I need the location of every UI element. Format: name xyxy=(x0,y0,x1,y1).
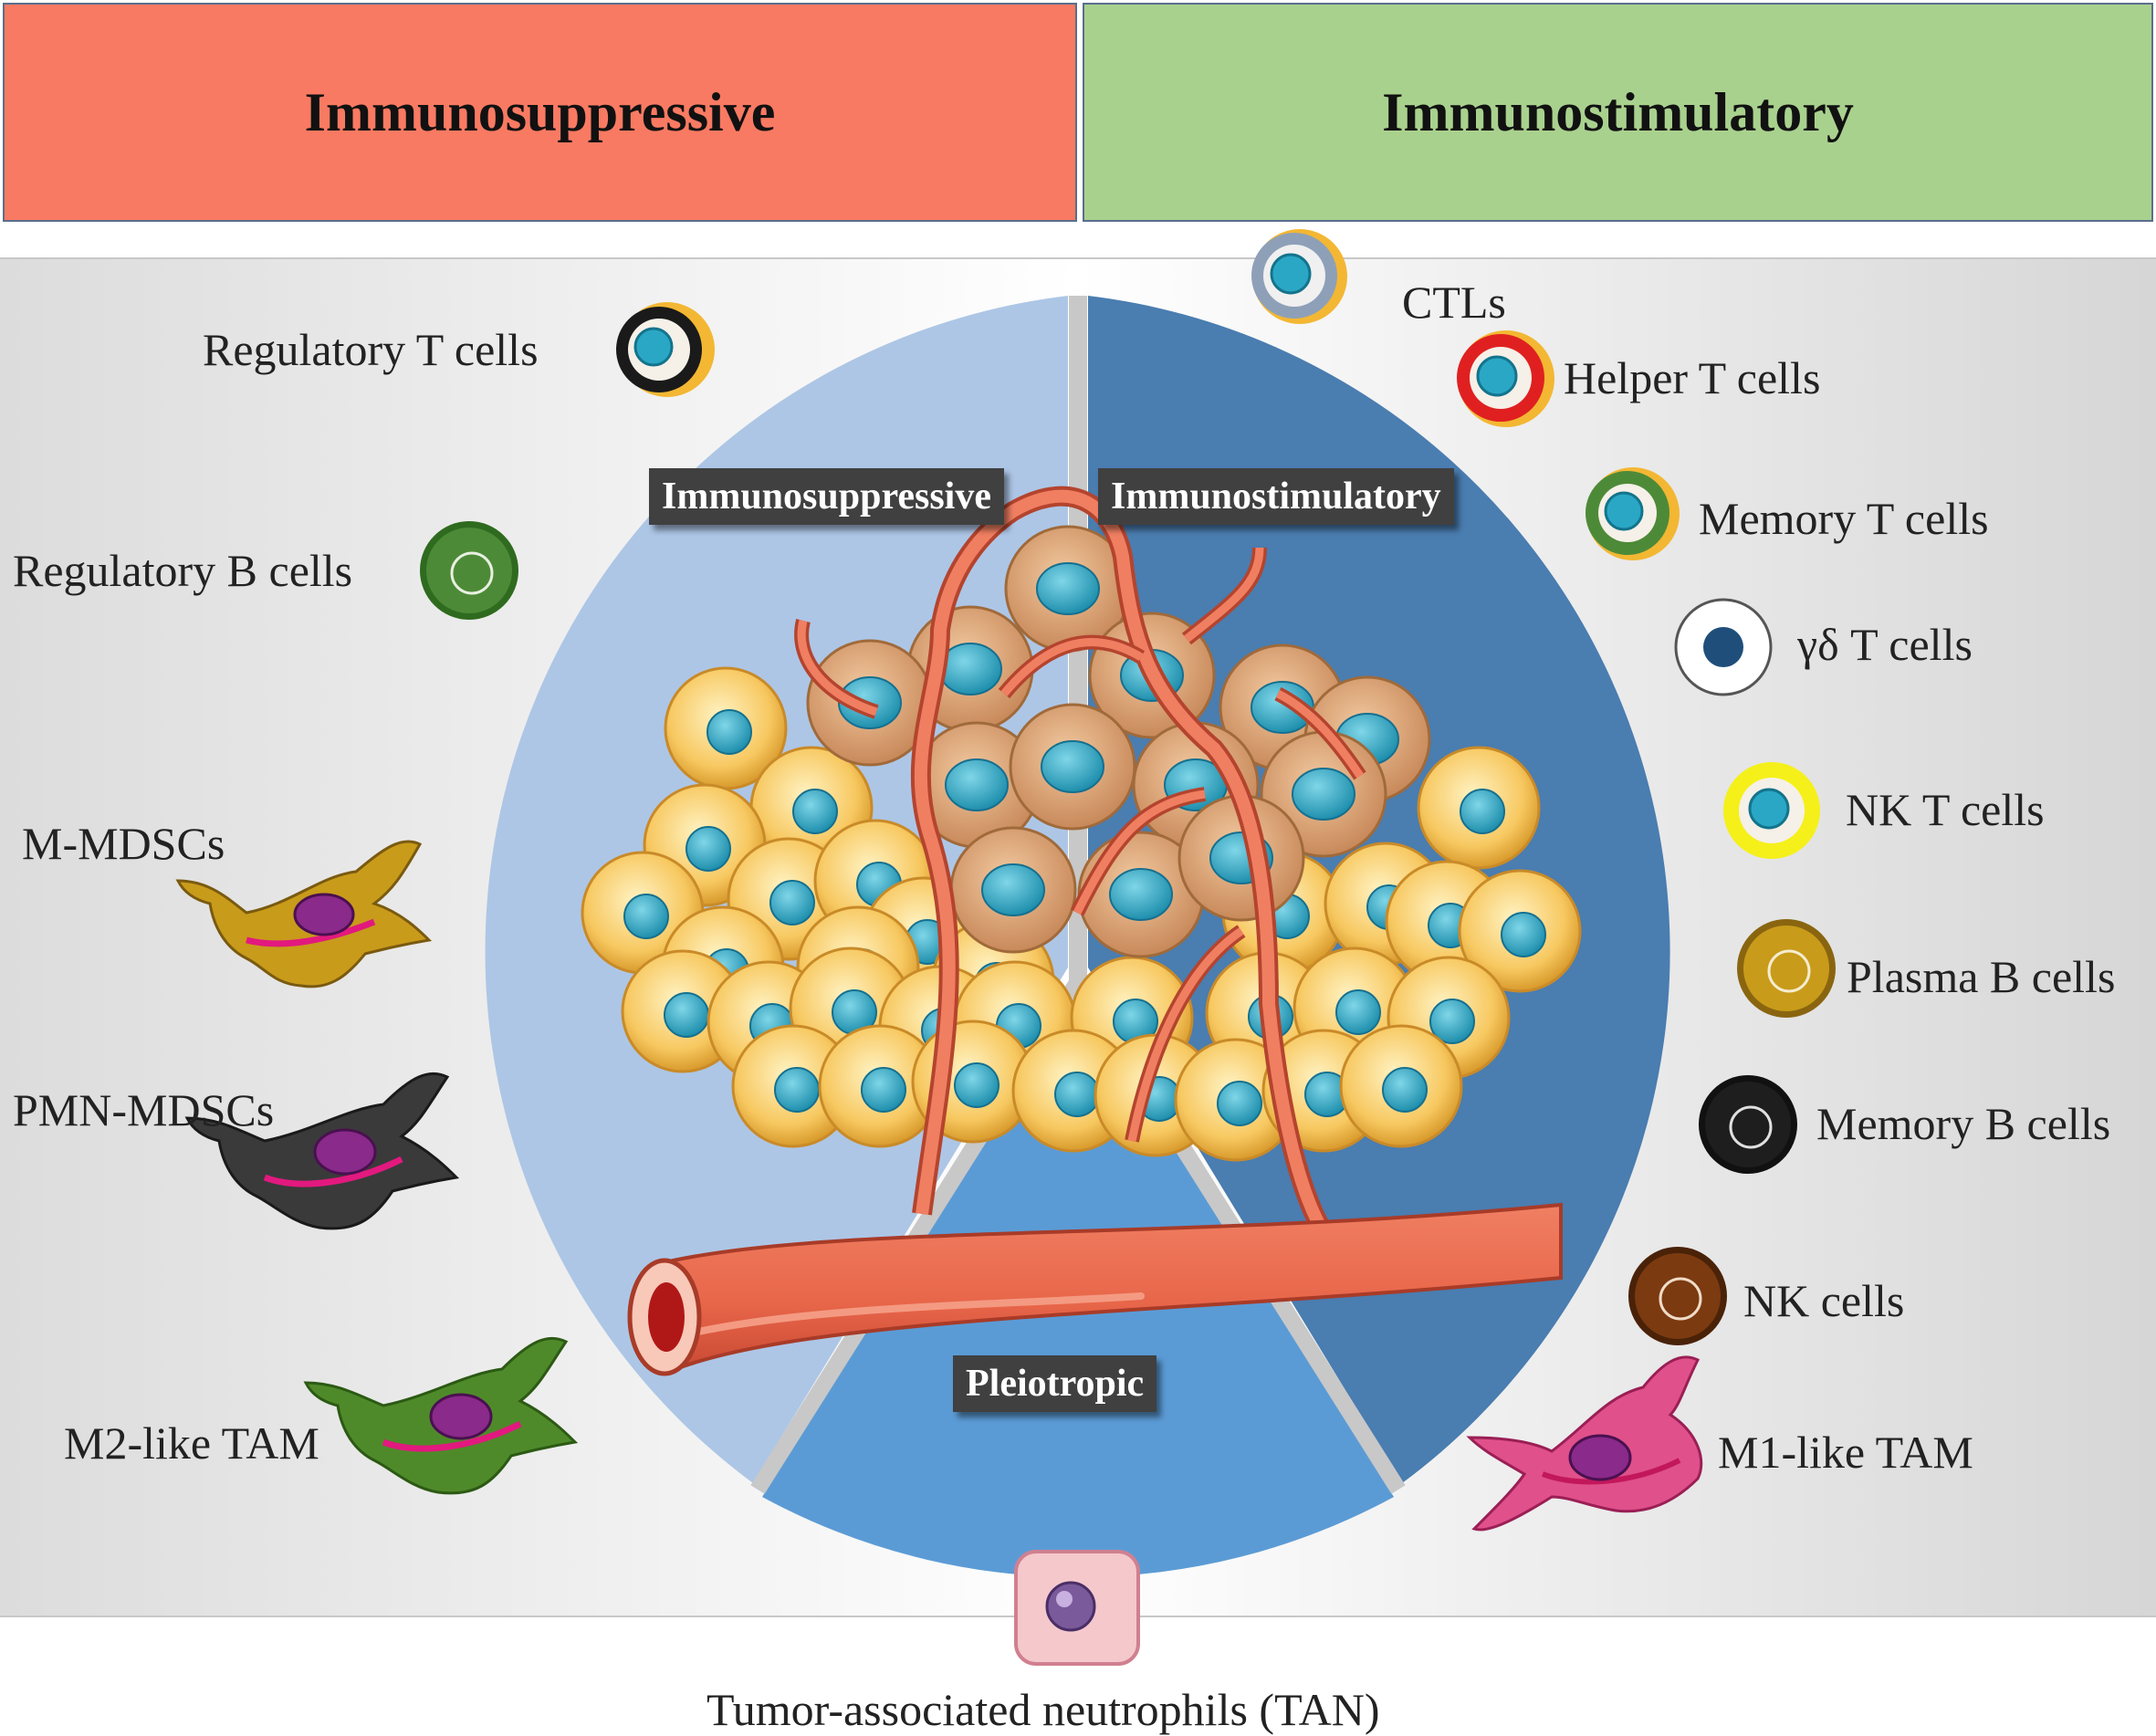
memory-b-cell-icon xyxy=(1699,1075,1797,1174)
tumor-cell-nucleus xyxy=(1460,789,1505,834)
tumor-cell-nucleus xyxy=(1382,1067,1428,1113)
label-tan: Tumor-associated neutrophils (TAN) xyxy=(706,1684,1380,1735)
label-m-mdscs: M-MDSCs xyxy=(22,818,225,869)
cancer-cell-nucleus xyxy=(945,758,1009,811)
tumor-cell-nucleus xyxy=(686,826,731,872)
tumor-cell-nucleus xyxy=(774,1067,820,1113)
gamma-delta-t-cell-icon xyxy=(1674,598,1773,696)
immunostimulatory-header-label: Immunostimulatory xyxy=(1382,81,1854,142)
helper-t-cell-icon xyxy=(1457,330,1554,427)
cancer-cell-nucleus xyxy=(981,863,1045,916)
tumor-cell-nucleus xyxy=(623,894,669,939)
sector-tag-pleiotropic: Pleiotropic xyxy=(953,1355,1157,1413)
cancer-cell-nucleus xyxy=(1292,768,1355,821)
tumor-cell-nucleus xyxy=(1217,1081,1262,1126)
sector-tag-immunostimulatory: Immunostimulatory xyxy=(1098,468,1454,526)
label-regulatory-t-cells: Regulatory T cells xyxy=(203,324,539,375)
label-gamma-delta-t-cells: γδ T cells xyxy=(1797,619,1973,670)
label-pmn-mdscs: PMN-MDSCs xyxy=(13,1084,275,1135)
regulatory-t-cell-icon xyxy=(616,302,715,397)
cancer-cell-nucleus xyxy=(1109,868,1173,921)
m2-tam-icon xyxy=(303,1336,579,1495)
regulatory-b-cell-icon xyxy=(420,521,518,620)
tumor-cell-nucleus xyxy=(861,1067,906,1113)
immunosuppressive-header-label: Immunosuppressive xyxy=(304,81,776,142)
immunostimulatory-header: Immunostimulatory xyxy=(1083,3,2153,222)
label-regulatory-b-cells: Regulatory B cells xyxy=(13,545,353,596)
label-nk-t-cells: NK T cells xyxy=(1846,784,2045,835)
memory-t-cell-icon xyxy=(1586,467,1680,560)
m-mdsc-icon xyxy=(175,840,433,988)
ctl-icon xyxy=(1251,229,1347,324)
label-memory-t-cells: Memory T cells xyxy=(1699,493,1989,544)
immunosuppressive-header: Immunosuppressive xyxy=(3,3,1077,222)
tumor-cell-nucleus xyxy=(1501,912,1546,957)
tumor-cell-nucleus xyxy=(1054,1072,1100,1117)
label-helper-t-cells: Helper T cells xyxy=(1564,352,1821,403)
cancer-cell-nucleus xyxy=(1041,740,1104,793)
plasma-b-cell-icon xyxy=(1737,919,1836,1018)
tumor-cell-nucleus xyxy=(664,992,709,1038)
nk-t-cell-icon xyxy=(1723,762,1820,859)
label-m2-like-tam: M2-like TAM xyxy=(64,1417,319,1469)
tumor-cell-nucleus xyxy=(769,880,815,926)
m1-tam-icon xyxy=(1466,1355,1703,1532)
label-ctls: CTLs xyxy=(1402,277,1506,328)
tumor-cell-nucleus xyxy=(792,789,838,834)
label-plasma-b-cells: Plasma B cells xyxy=(1847,951,2116,1002)
blood-vessel xyxy=(627,486,1563,1376)
sector-tag-immunosuppressive: Immunosuppressive xyxy=(649,468,1004,526)
tumor-cell-nucleus xyxy=(954,1062,1000,1108)
label-m1-like-tam: M1-like TAM xyxy=(1718,1427,1973,1478)
label-memory-b-cells: Memory B cells xyxy=(1816,1098,2111,1149)
pmn-mdsc-icon xyxy=(184,1072,460,1230)
label-nk-cells: NK cells xyxy=(1743,1275,1905,1326)
tan-icon xyxy=(1014,1550,1140,1666)
tumor-cell-nucleus xyxy=(1429,999,1475,1044)
nk-cell-icon xyxy=(1628,1247,1727,1345)
tumor-cell-nucleus xyxy=(1335,989,1381,1035)
cancer-cell-nucleus xyxy=(1036,562,1100,615)
tumor-cell-nucleus xyxy=(706,709,752,755)
